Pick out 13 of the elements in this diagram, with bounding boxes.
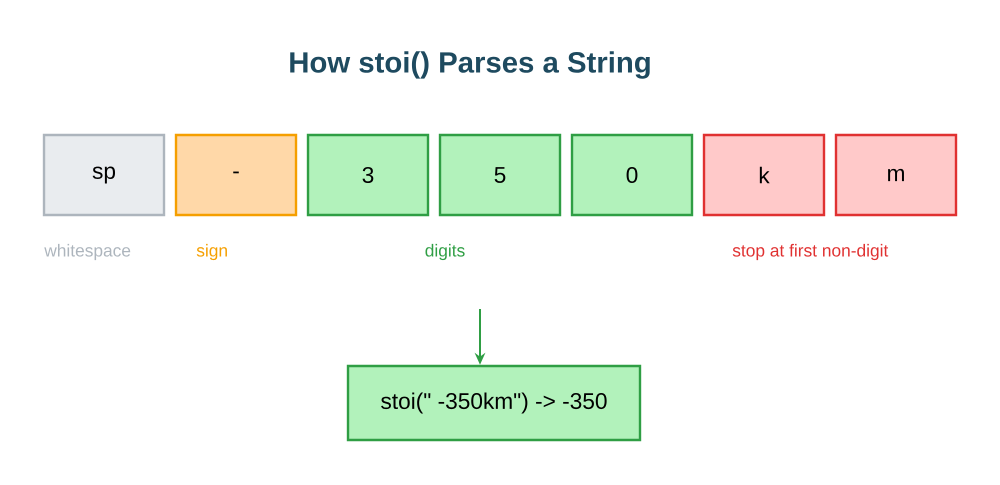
character-box: - (174, 134, 298, 216)
result-box: stoi(" -350km") -> -350 (346, 364, 642, 442)
title: How stoi() Parses a String (290, 51, 650, 79)
group-label: digits (426, 244, 465, 260)
character-box: m (834, 134, 958, 216)
group-label: stop at first non-digit (732, 244, 888, 260)
character-box: 5 (438, 134, 562, 216)
group-label: sign (196, 244, 227, 260)
character-box: 3 (306, 134, 430, 216)
character-box: sp (42, 134, 166, 216)
group-label: whitespace (44, 244, 130, 260)
character-box: k (702, 134, 826, 216)
character-box: 0 (570, 134, 694, 216)
